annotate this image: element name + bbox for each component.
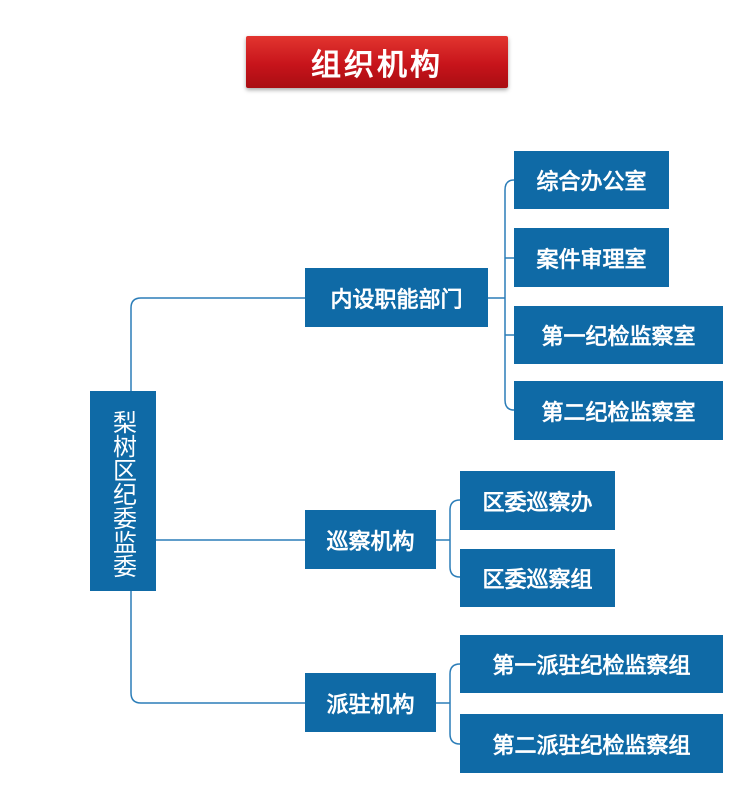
leaf-case-review-office: 案件审理室 xyxy=(514,228,669,287)
diagram-title: 组织机构 xyxy=(246,36,508,88)
connector-b3-spine xyxy=(449,663,461,745)
leaf-second-stationed-group: 第二派驻纪检监察组 xyxy=(460,714,723,773)
branch-internal-departments: 内设职能部门 xyxy=(305,268,488,327)
connector-b2-spine xyxy=(449,499,461,578)
leaf-first-inspection-office: 第一纪检监察室 xyxy=(514,306,723,364)
connector-b1-spine xyxy=(504,179,515,411)
leaf-first-stationed-group: 第一派驻纪检监察组 xyxy=(460,635,723,693)
leaf-second-inspection-office: 第二纪检监察室 xyxy=(514,381,723,440)
leaf-district-inspection-group: 区委巡察组 xyxy=(460,549,615,607)
connector-root-top xyxy=(130,297,305,391)
connector-root-bottom xyxy=(130,591,305,704)
branch-stationed-agencies: 派驻机构 xyxy=(305,673,436,732)
leaf-general-office: 综合办公室 xyxy=(514,151,669,209)
leaf-district-inspection-office: 区委巡察办 xyxy=(460,471,615,530)
branch-inspection-agencies: 巡察机构 xyxy=(305,510,436,569)
root-node: 梨树区纪委监委 xyxy=(90,391,156,591)
